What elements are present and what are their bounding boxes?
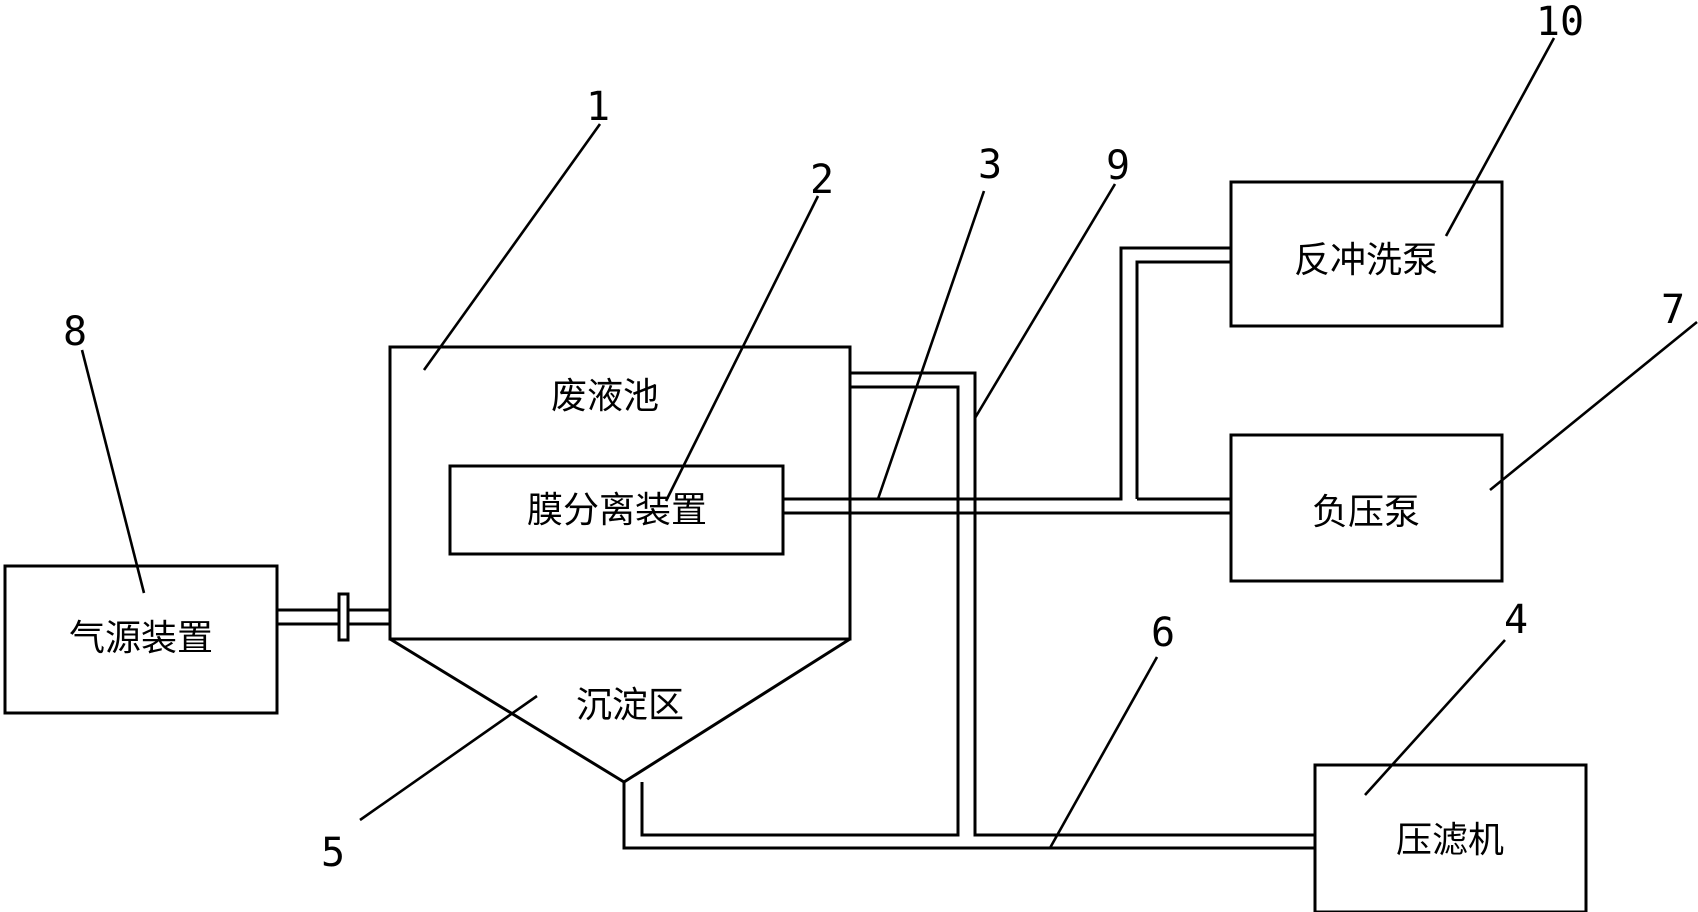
callout-1: 1 [586,84,610,130]
air-pipe [277,592,390,642]
callout-5: 5 [321,830,345,876]
callout-6: 6 [1151,610,1175,656]
vacuum-pump-label: 负压泵 [1312,492,1420,533]
leader-6 [1048,656,1159,849]
callout-numbers: 8 1 2 3 9 10 7 4 6 5 [63,0,1685,876]
gas-source-device: 气源装置 [3,564,279,715]
callout-2: 2 [810,157,834,203]
settling-zone: 沉淀区 [389,637,851,784]
leader-3 [876,190,986,500]
gas-source-label: 气源装置 [69,618,213,659]
leader-lines [80,37,1698,849]
backwash-pump: 反冲洗泵 [1229,180,1504,328]
leader-7 [1489,320,1698,492]
backwash-pump-label: 反冲洗泵 [1294,240,1438,281]
filter-press: 压滤机 [1313,763,1588,912]
callout-3: 3 [978,142,1002,188]
leader-5 [359,694,538,822]
leader-4 [1364,639,1506,796]
membrane-separation-device: 膜分离装置 [448,464,785,556]
leader-1 [422,123,602,371]
leader-9 [973,183,1117,419]
vacuum-pump: 负压泵 [1229,433,1504,583]
sludge-pipe [622,385,1315,850]
outlet-pipe [783,246,1231,515]
leader-2 [664,195,820,502]
callout-10: 10 [1536,0,1584,45]
callout-8: 8 [63,309,87,355]
filter-press-label: 压滤机 [1396,820,1504,861]
waste-tank-label: 废液池 [551,376,659,417]
leader-8 [80,349,146,594]
callout-4: 4 [1504,597,1528,643]
settling-zone-label: 沉淀区 [576,685,684,726]
valve-flange [337,592,350,642]
leader-10 [1444,37,1556,237]
return-pipe [850,371,1315,837]
callout-9: 9 [1106,143,1130,189]
callout-7: 7 [1661,287,1685,333]
membrane-label: 膜分离装置 [527,490,707,531]
